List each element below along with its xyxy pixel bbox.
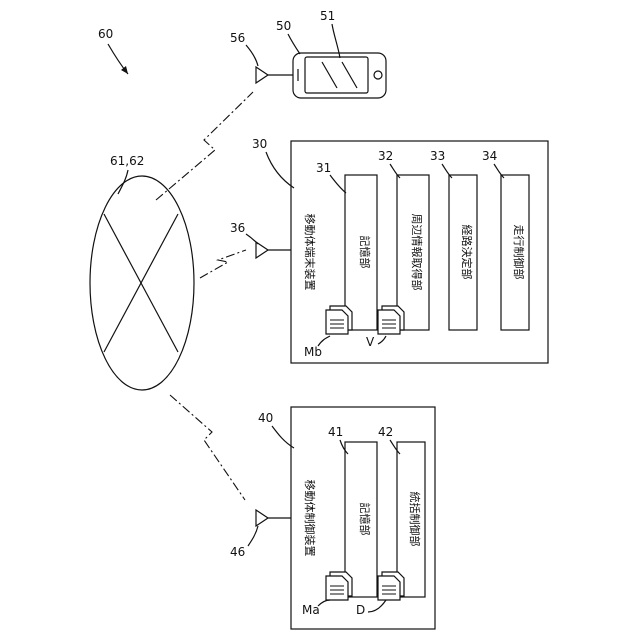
network-ellipse — [90, 176, 194, 390]
mt-unit-travel-control-ref: 34 — [482, 149, 497, 163]
terminal-antenna-leader — [246, 45, 258, 66]
mc-antenna-icon — [256, 510, 268, 526]
mt-unit-storage-ref: 31 — [316, 161, 331, 175]
mc-data-icon — [326, 576, 348, 600]
wireless-link-mobile-terminal — [200, 250, 246, 278]
terminal-antenna-icon — [256, 67, 268, 83]
mobile-terminal-device-ref: 30 — [252, 137, 267, 151]
network-ref: 61,62 — [110, 154, 144, 168]
mt-unit-route-label: 経路決定部 — [460, 225, 474, 280]
wireless-link-terminal — [156, 92, 253, 200]
system-ref-arrowhead — [121, 66, 128, 74]
mobile-control-device-ref: 40 — [258, 411, 273, 425]
mt-data-label: Mb — [304, 345, 322, 359]
mobile-control-device-title: 移動体制御装置 — [303, 480, 317, 557]
terminal-ref: 50 — [276, 19, 291, 33]
terminal-antenna-ref: 56 — [230, 31, 245, 45]
screen-ref: 51 — [320, 9, 335, 23]
mt-antenna-ref: 36 — [230, 221, 245, 235]
mt-data2-label: V — [366, 335, 375, 349]
mc-data2-label: D — [356, 603, 365, 617]
mc-data-label: Ma — [302, 603, 320, 617]
mt-unit-travel-control-label: 走行制御部 — [512, 225, 526, 280]
mt-unit-route-ref: 33 — [430, 149, 445, 163]
mobile-terminal-device-title: 移動体端末装置 — [303, 214, 317, 291]
mc-unit-general-control-label: 統括制御部 — [408, 492, 422, 547]
mc-unit-storage-label: 記憶部 — [358, 503, 372, 536]
network-ref-leader — [118, 170, 128, 194]
wireless-link-mobile-control — [170, 395, 245, 500]
mc-antenna-leader — [248, 526, 258, 546]
mt-unit-storage-label: 記憶部 — [358, 236, 372, 269]
mt-unit-peripheral-info-label: 周辺情報取得部 — [410, 214, 424, 291]
mt-antenna-leader — [246, 234, 258, 244]
mc-unit-storage-ref: 41 — [328, 425, 343, 439]
mt-data2-icon — [378, 310, 400, 334]
mc-antenna-ref: 46 — [230, 545, 245, 559]
system-ref: 60 — [98, 27, 113, 41]
mobile-terminal-device-leader — [266, 152, 294, 188]
terminal — [293, 53, 386, 98]
mc-data2-icon — [378, 576, 400, 600]
mt-data-icon — [326, 310, 348, 334]
mc-unit-general-control-ref: 42 — [378, 425, 393, 439]
terminal-ref-leader — [288, 34, 300, 54]
mt-unit-peripheral-info-ref: 32 — [378, 149, 393, 163]
mt-antenna-icon — [256, 242, 268, 258]
